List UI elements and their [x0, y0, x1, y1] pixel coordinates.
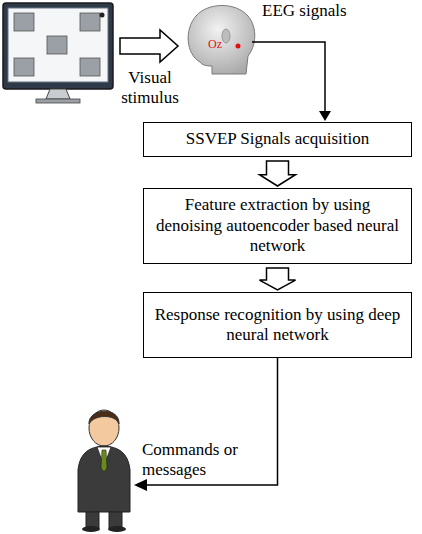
process-box: SSVEP Signals acquisition: [143, 122, 412, 157]
hollow-arrow: [260, 268, 296, 290]
person-illustration: [78, 410, 130, 532]
box-text: Feature extraction by using denoising au…: [152, 195, 403, 256]
monitor-illustration: [3, 3, 113, 103]
arrow-head: [319, 111, 331, 121]
text-wrap: SSVEP Signals acquisition: [186, 129, 370, 149]
process-box: Response recognition by using deep neura…: [143, 292, 412, 358]
signal-line: [252, 42, 325, 112]
hollow-arrow: [120, 30, 178, 62]
text-wrap: Feature extraction by using denoising au…: [152, 195, 403, 256]
head-illustration: [188, 6, 255, 75]
text-wrap: Response recognition by using deep neura…: [152, 305, 403, 346]
output-label: Commands or messages: [142, 440, 254, 479]
electrode-label: Oz: [208, 38, 234, 52]
hollow-arrow: [260, 161, 296, 186]
box-text: SSVEP Signals acquisition: [186, 129, 370, 149]
signal-label: EEG signals: [262, 1, 362, 21]
process-box: Feature extraction by using denoising au…: [143, 188, 412, 264]
box-text: Response recognition by using deep neura…: [152, 305, 403, 346]
arrow-head: [134, 479, 147, 491]
stimulus-label: Visual stimulus: [108, 68, 192, 107]
